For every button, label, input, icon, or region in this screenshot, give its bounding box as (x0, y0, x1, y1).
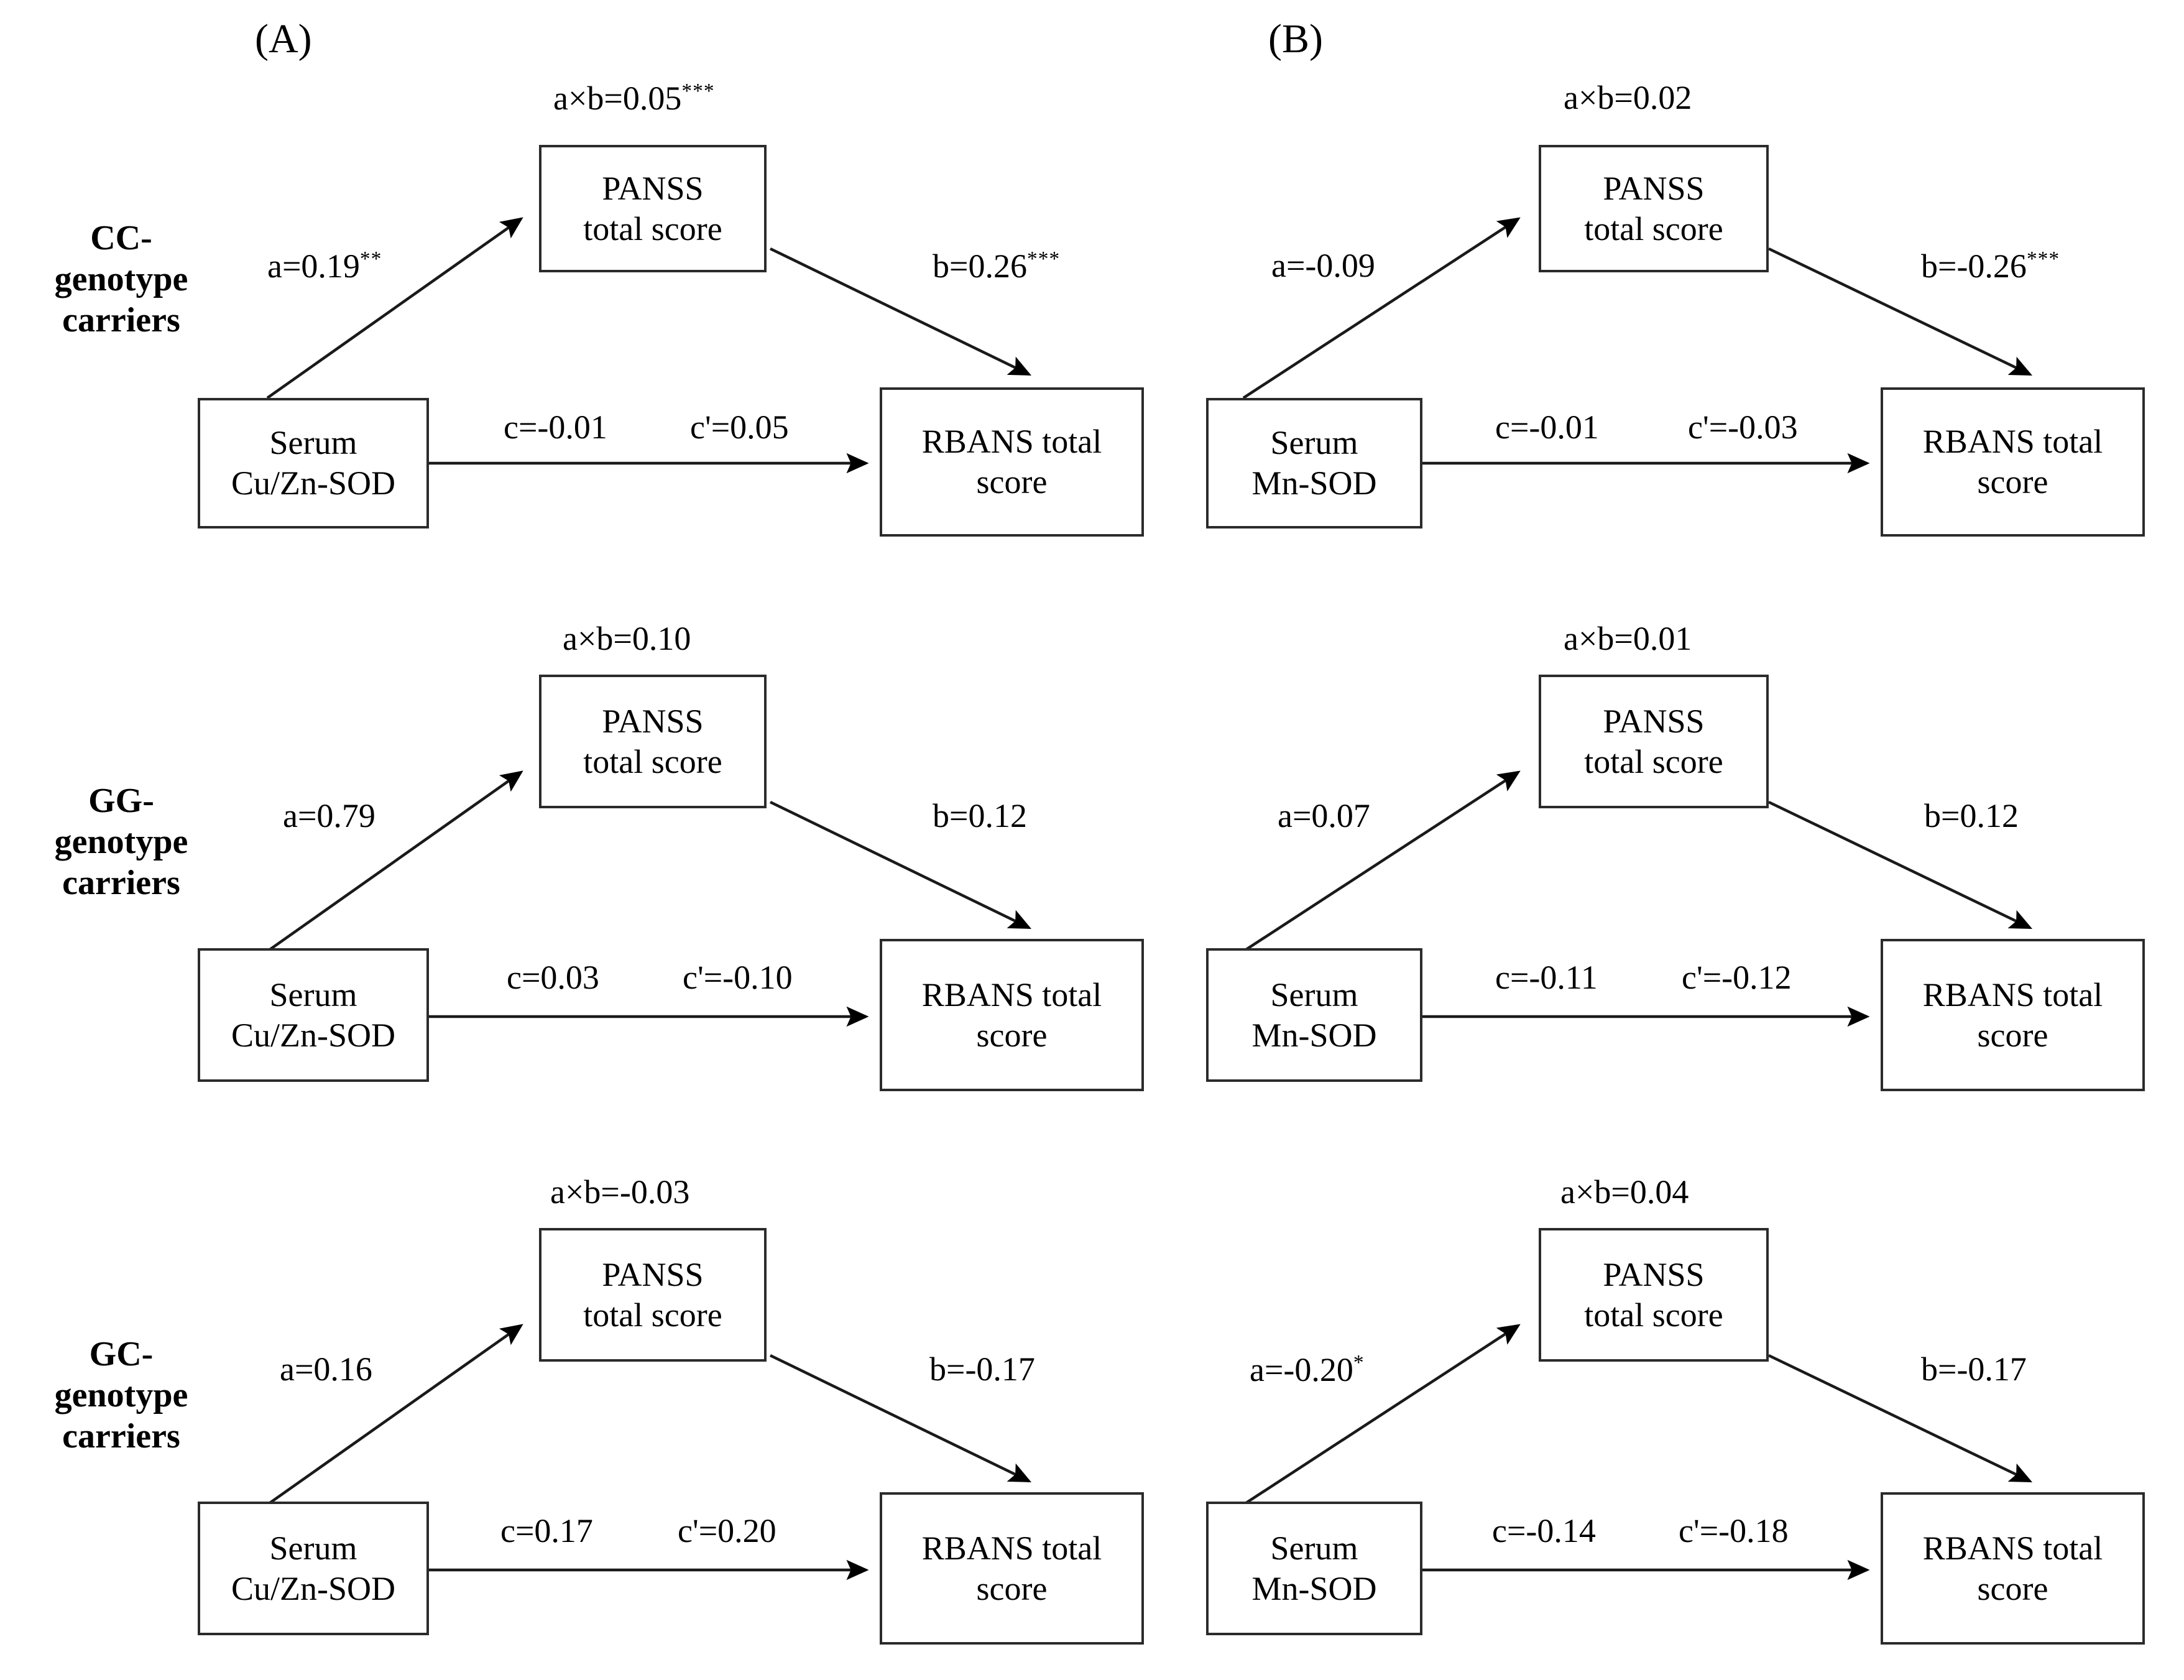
label-path-cprime-b3: c'=-0.18 (1679, 1512, 1789, 1549)
label-path-a-b1: a=-0.09 (1271, 247, 1375, 284)
label-path-cprime-a3: c'=0.20 (678, 1512, 776, 1549)
label-path-a-a2: a=0.79 (283, 797, 376, 834)
label-path-c-a3: c=0.17 (500, 1512, 593, 1549)
label-path-cprime-b2: c'=-0.12 (1682, 959, 1792, 996)
label-path-c-b3: c=-0.14 (1492, 1512, 1596, 1549)
label-path-a-b2: a=0.07 (1278, 797, 1370, 834)
label-path-c-a2: c=0.03 (507, 959, 599, 996)
label-path-b-b3: b=-0.17 (1921, 1350, 2027, 1388)
label-path-b-b2: b=0.12 (1924, 797, 2019, 834)
label-indirect-a1: a×b=0.05*** (553, 80, 715, 117)
label-path-b-a1: b=0.26*** (933, 247, 1061, 285)
panel-letter-a: (A) (255, 16, 312, 62)
label-path-cprime-a1: c'=0.05 (690, 408, 789, 446)
label-path-a-b3: a=-0.20* (1250, 1351, 1365, 1388)
label-path-c-b1: c=-0.01 (1495, 408, 1599, 446)
label-path-cprime-b1: c'=-0.03 (1688, 408, 1798, 446)
label-path-cprime-a2: c'=-0.10 (683, 959, 793, 996)
label-path-c-b2: c=-0.11 (1495, 959, 1598, 996)
panel-letter-b: (B) (1268, 16, 1323, 62)
label-indirect-a3: a×b=-0.03 (550, 1173, 690, 1211)
label-indirect-a2: a×b=0.10 (563, 620, 691, 657)
label-indirect-b1: a×b=0.02 (1564, 79, 1692, 116)
label-path-b-a3: b=-0.17 (929, 1350, 1035, 1388)
label-path-a-a3: a=0.16 (280, 1350, 372, 1388)
label-path-b-b1: b=-0.26*** (1921, 247, 2060, 285)
label-indirect-b3: a×b=0.04 (1560, 1173, 1689, 1211)
label-path-b-a2: b=0.12 (933, 797, 1027, 834)
label-indirect-b2: a×b=0.01 (1564, 620, 1692, 657)
label-path-c-a1: c=-0.01 (504, 408, 607, 446)
label-path-a-a1: a=0.19** (267, 247, 382, 285)
